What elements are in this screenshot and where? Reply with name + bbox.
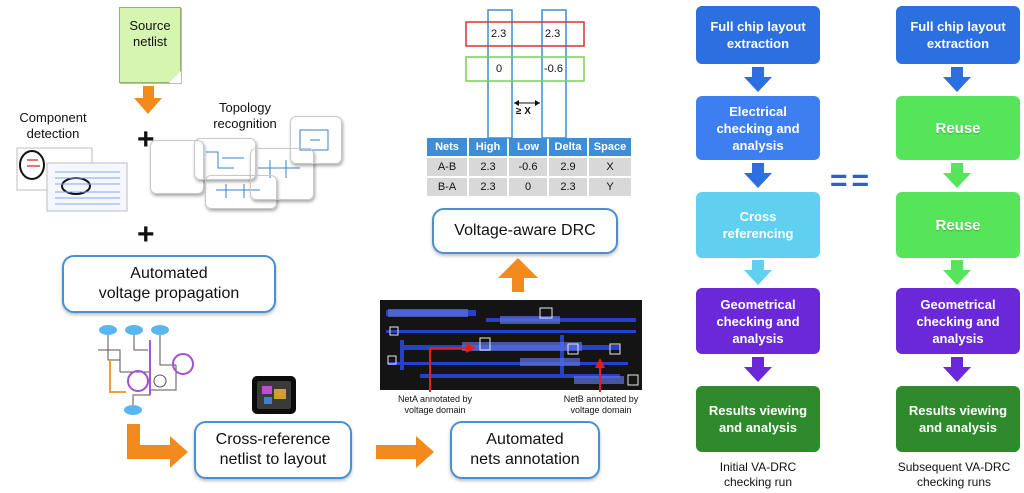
topology-thumb-1 bbox=[150, 140, 204, 194]
subsequent-step-results: Results viewing and analysis bbox=[896, 386, 1020, 452]
spacing-label: ≥ X bbox=[516, 106, 531, 117]
topology-thumb-4 bbox=[250, 148, 314, 200]
voltage-aware-drc-box: Voltage-aware DRC bbox=[432, 208, 618, 254]
plus-sign-2: + bbox=[137, 218, 155, 251]
subsequent-step-extraction: Full chip layout extraction bbox=[896, 6, 1020, 64]
topology-recognition-label: Topology recognition bbox=[213, 100, 277, 131]
table-cell: -0.6 bbox=[509, 158, 547, 176]
component-detection-label: Component detection bbox=[19, 110, 87, 141]
initial-step-electrical: Electrical checking and analysis bbox=[696, 96, 820, 160]
initial-step-extraction: Full chip layout extraction bbox=[696, 6, 820, 64]
netb-annotation-label: NetB annotated by voltage domain bbox=[563, 394, 639, 415]
topology-thumb-5 bbox=[290, 116, 342, 164]
voltage-propagation-schematic bbox=[98, 325, 194, 415]
subsequent-step-reuse-2: Reuse bbox=[896, 192, 1020, 258]
subsequent-run-caption: Subsequent VA-DRC checking runs bbox=[897, 460, 1011, 489]
table-row: A-B 2.3 -0.6 2.9 X bbox=[427, 158, 631, 176]
source-netlist-note: Source netlist bbox=[119, 7, 181, 83]
initial-step-cross-referencing: Cross referencing bbox=[696, 192, 820, 258]
table-row: B-A 2.3 0 2.3 Y bbox=[427, 178, 631, 196]
table-cell: 2.3 bbox=[549, 178, 587, 196]
table-header-cell: Low bbox=[509, 138, 547, 156]
table-header-cell: High bbox=[469, 138, 507, 156]
table-cell: Y bbox=[589, 178, 631, 196]
chip-photo bbox=[252, 376, 296, 414]
voltage-table: Nets High Low Delta Space A-B 2.3 -0.6 2… bbox=[425, 136, 633, 198]
table-header-cell: Space bbox=[589, 138, 631, 156]
component-detection-thumbnails bbox=[16, 147, 128, 212]
voltage-spacing-illustration bbox=[465, 9, 585, 139]
arrow-crossref-to-annotation bbox=[376, 436, 434, 468]
topology-thumb-3 bbox=[205, 175, 277, 209]
table-cell: X bbox=[589, 158, 631, 176]
voltage-table-header-row: Nets High Low Delta Space bbox=[427, 138, 631, 156]
initial-step-results: Results viewing and analysis bbox=[696, 386, 820, 452]
table-cell: A-B bbox=[427, 158, 467, 176]
table-header-cell: Delta bbox=[549, 138, 587, 156]
layout-panel bbox=[380, 300, 642, 392]
subsequent-flow-arrows bbox=[943, 67, 971, 382]
table-cell: 0 bbox=[509, 178, 547, 196]
voltage-row2-right: -0.6 bbox=[544, 63, 563, 75]
page-fold-icon bbox=[169, 71, 181, 83]
initial-flow-arrows bbox=[744, 67, 772, 382]
automated-nets-annotation-box: Automated nets annotation bbox=[450, 421, 600, 479]
automated-voltage-propagation-box: Automated voltage propagation bbox=[62, 255, 276, 313]
topology-thumb-2 bbox=[194, 138, 256, 180]
table-cell: B-A bbox=[427, 178, 467, 196]
voltage-row2-left: 0 bbox=[496, 63, 503, 75]
equals-sign: == bbox=[830, 164, 874, 197]
table-cell: 2.3 bbox=[469, 178, 507, 196]
subsequent-step-geometrical: Geometrical checking and analysis bbox=[896, 288, 1020, 354]
initial-run-caption: Initial VA-DRC checking run bbox=[719, 460, 797, 489]
subsequent-step-reuse-1: Reuse bbox=[896, 96, 1020, 160]
arrow-source-down bbox=[134, 86, 162, 114]
table-header-cell: Nets bbox=[427, 138, 467, 156]
initial-step-geometrical: Geometrical checking and analysis bbox=[696, 288, 820, 354]
voltage-row1-right: 2.3 bbox=[545, 28, 561, 40]
neta-annotation-label: NetA annotated by voltage domain bbox=[397, 394, 473, 415]
table-cell: 2.3 bbox=[469, 158, 507, 176]
arrow-annotation-to-drc bbox=[498, 258, 538, 292]
arrow-schematic-to-crossref bbox=[127, 424, 188, 468]
voltage-row1-left: 2.3 bbox=[491, 28, 507, 40]
cross-reference-box: Cross-reference netlist to layout bbox=[194, 421, 352, 479]
table-cell: 2.9 bbox=[549, 158, 587, 176]
source-netlist-label: Source netlist bbox=[129, 18, 171, 49]
